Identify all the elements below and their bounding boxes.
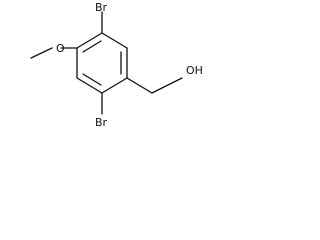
- atom-labels: Br O Br OH: [56, 1, 203, 129]
- molecule-diagram: Br O Br OH: [30, 1, 203, 129]
- hydroxyl-label: OH: [186, 64, 203, 77]
- bonds: [30, 11, 183, 115]
- ring-double-bond-top-left: [82, 40, 102, 53]
- ring-bond-f: [76, 32, 103, 49]
- molecule-canvas: Br O Br OH: [0, 0, 230, 138]
- bromine-bottom-label: Br: [95, 116, 108, 129]
- methoxy-oxygen-label: O: [56, 42, 65, 55]
- ring-bond-d: [76, 77, 103, 94]
- ring-bond-a: [101, 32, 128, 49]
- bond-to-ch2: [126, 77, 153, 94]
- methoxy-carbon-bond: [30, 47, 53, 59]
- ring-bond-c: [101, 77, 128, 94]
- ring-double-bond-bottom-left: [82, 73, 102, 86]
- bromine-top-label: Br: [95, 1, 108, 14]
- bond-to-hydroxyl: [151, 77, 183, 94]
